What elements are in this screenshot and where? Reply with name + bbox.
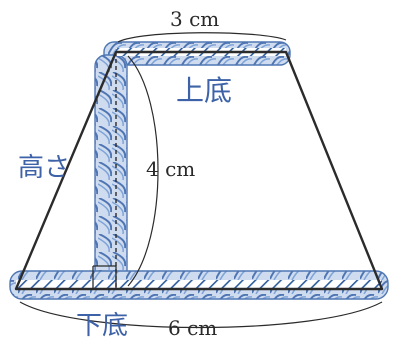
top-measure-brace: [117, 32, 287, 43]
bottom-measure-brace: [19, 301, 383, 329]
upper-base-annotation: 上底: [176, 74, 232, 107]
top-measure-label: 3 cm: [170, 7, 219, 31]
lower-base-hatch: [16, 280, 382, 289]
trapezoid-outline: [14, 50, 384, 291]
bottom-measure-label: 6 cm: [168, 316, 217, 340]
height-measure-label: 4 cm: [146, 157, 195, 181]
height-measure-brace: [127, 55, 159, 287]
height-annotation: 高さ: [18, 153, 70, 183]
lower-base-annotation: 下底: [76, 311, 128, 341]
right-angle-marker: [93, 265, 117, 289]
